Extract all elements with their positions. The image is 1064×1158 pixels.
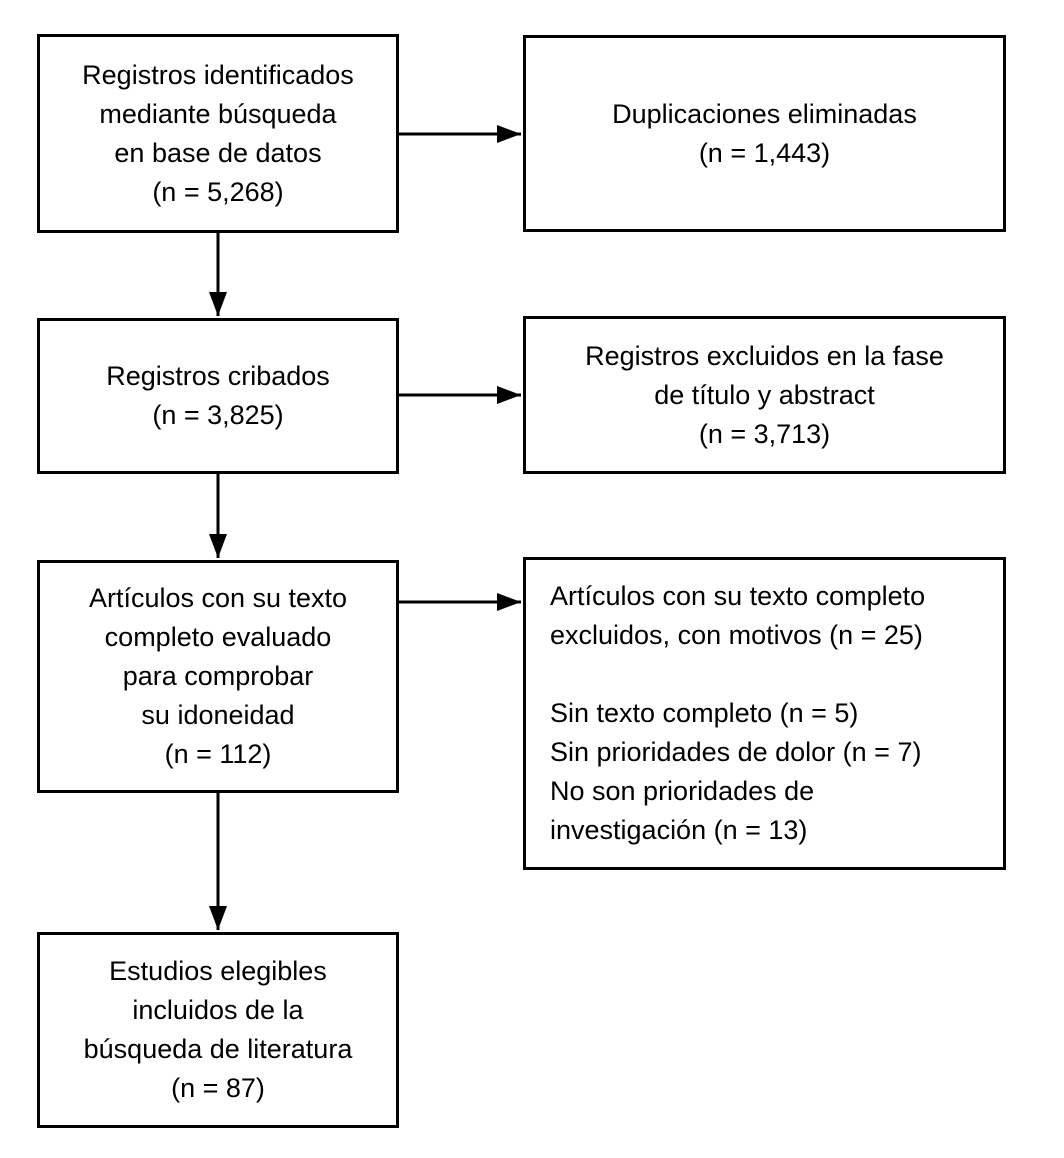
fulltext-excluded-text: Artículos con su texto completo excluido… bbox=[550, 581, 926, 845]
flow-box-duplicates-removed: Duplicaciones eliminadas (n = 1,443) bbox=[523, 35, 1006, 232]
flow-box-excluded-title-abstract: Registros excluidos en la fase de título… bbox=[523, 316, 1006, 474]
flow-box-records-screened: Registros cribados (n = 3,825) bbox=[37, 318, 399, 474]
flow-box-studies-included: Estudios elegibles incluidos de la búsqu… bbox=[37, 932, 399, 1128]
flow-box-fulltext-assessed: Artículos con su texto completo evaluado… bbox=[37, 560, 399, 793]
flow-box-records-identified: Registros identificados mediante búsqued… bbox=[37, 34, 399, 233]
fulltext-assessed-text: Artículos con su texto completo evaluado… bbox=[88, 583, 348, 769]
studies-included-text: Estudios elegibles incluidos de la búsqu… bbox=[83, 956, 353, 1103]
records-screened-text: Registros cribados (n = 3,825) bbox=[106, 361, 330, 430]
flow-box-fulltext-excluded: Artículos con su texto completo excluido… bbox=[523, 557, 1006, 870]
duplicates-removed-text: Duplicaciones eliminadas (n = 1,443) bbox=[612, 98, 917, 168]
records-identified-text: Registros identificados mediante búsqued… bbox=[82, 59, 354, 207]
excluded-title-abstract-text: Registros excluidos en la fase de título… bbox=[585, 340, 944, 449]
